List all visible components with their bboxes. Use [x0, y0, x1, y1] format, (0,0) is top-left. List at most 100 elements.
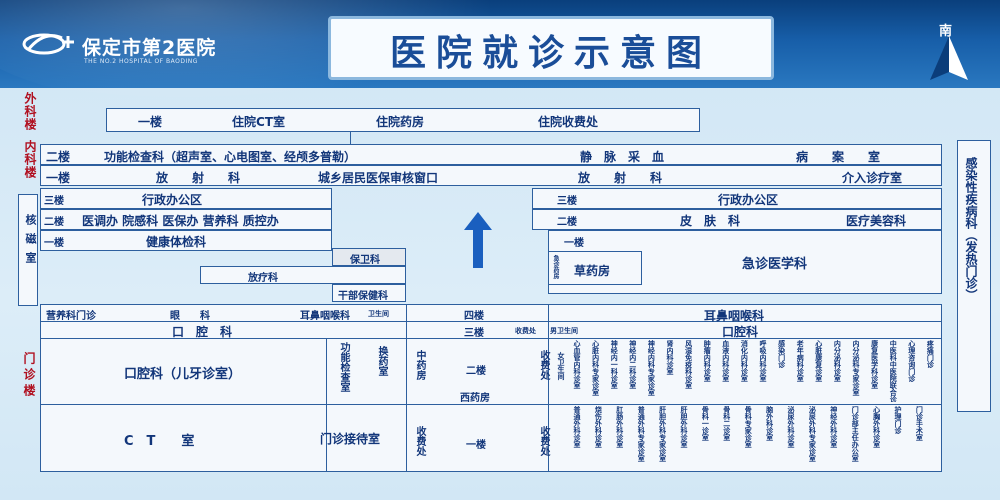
- logo-text-cn: 保定市第2医院: [82, 37, 217, 59]
- right-f1-label: 一楼: [564, 238, 584, 249]
- upper-room-19: 心理咨询门诊: [907, 340, 916, 382]
- upper-room-2: 心脏内科专家诊室: [591, 340, 600, 396]
- emergency-medicine: 急诊医学科: [742, 257, 808, 272]
- clinic-col-line-3: [326, 338, 327, 472]
- row-second-floor: [40, 144, 942, 165]
- clinic-ent-left: 耳鼻咽喉科: [300, 311, 350, 322]
- clinic-row-line-2: [40, 338, 942, 339]
- lower-room-14: 门诊部主任办公室: [851, 406, 860, 462]
- upper-room-13: 老年病科诊室: [796, 340, 805, 382]
- row-first-floor: [40, 165, 942, 186]
- right-f3-admin: 行政办公区: [718, 193, 779, 207]
- left-f2-label: 二楼: [44, 217, 64, 228]
- clinic-floor-1: 一楼: [466, 440, 486, 451]
- right-block-f3: [532, 188, 942, 209]
- clinic-stomatology-right: 口腔科: [722, 325, 759, 339]
- clinic-col-line-2: [548, 304, 549, 472]
- lower-room-8: 骨科二诊室: [722, 406, 731, 441]
- logo-text-en: THE NO.2 HOSPITAL OF BAODING: [84, 58, 198, 65]
- clinic-building: [40, 304, 942, 472]
- lower-room-4: 普通外科专家诊室: [637, 406, 646, 462]
- direction-arrow-icon: [464, 212, 492, 268]
- left-block-f1: [40, 230, 332, 251]
- label-heci-room: 核磁室: [24, 214, 37, 271]
- lower-room-1: 普通外科诊室: [573, 406, 581, 448]
- upper-room-8: 肿瘤内科诊室: [703, 340, 712, 382]
- lower-room-17: 门诊手术室: [915, 406, 924, 441]
- upper-room-12: 感染门诊: [777, 340, 786, 368]
- caoyao-room: [548, 251, 642, 285]
- left-block-f3: [40, 188, 332, 209]
- lower-room-13: 神经外科诊室: [829, 406, 838, 448]
- left-f3-label: 三楼: [44, 196, 64, 207]
- label-neike-building: 内科楼: [23, 140, 37, 179]
- compass-label: 南: [939, 24, 953, 39]
- clinic-cashier-a: 收费处: [538, 350, 549, 380]
- clinic-ct-room: C T 室: [124, 434, 195, 449]
- left-f2-offices: 医调办 院感科 医保办 营养科 质控办: [82, 214, 279, 228]
- inpatient-pharmacy: 住院药房: [376, 115, 425, 129]
- clinic-cashier-c: 收费处: [538, 426, 549, 456]
- row2-radiology-left: 放 射 科: [156, 171, 241, 185]
- clinic-row-line-1: [40, 321, 942, 322]
- clinic-cashier-small: 收费处: [515, 327, 536, 335]
- heci-frame: [18, 194, 38, 306]
- lower-room-10: 脑外科诊室: [765, 406, 774, 441]
- right-f3-label: 三楼: [557, 196, 577, 207]
- compass-icon: [930, 36, 968, 80]
- clinic-tcm-pharmacy: 中药房: [414, 350, 425, 380]
- row1-blood-draw: 静 脉 采 血: [580, 150, 665, 164]
- left-f3-admin: 行政办公区: [142, 193, 203, 207]
- row2-floor: 一楼: [46, 171, 71, 185]
- page-title: 医院就诊示意图: [389, 32, 712, 74]
- inpatient-cashier: 住院收费处: [538, 115, 599, 129]
- ganbu-label: 干部保健科: [338, 291, 388, 302]
- right-f2-label: 二楼: [557, 217, 577, 228]
- upper-room-14: 心脏康复诊室: [814, 340, 823, 382]
- label-ganran-dept: 感染性疾病科（发热门诊）: [964, 157, 978, 301]
- lower-room-16: 护理门诊: [894, 406, 902, 434]
- fangliao-room: [200, 266, 406, 284]
- upper-room-1: 心血管内科诊室: [573, 340, 581, 389]
- lower-room-3: 肛肠外科诊室: [615, 406, 624, 448]
- fangliao-label: 放疗科: [248, 273, 278, 284]
- upper-room-9: 血液内科诊室: [721, 340, 730, 382]
- row2-intervention: 介入诊疗室: [842, 171, 903, 185]
- right-f2-cosmetic: 医疗美容科: [846, 214, 907, 228]
- row1-records: 病 案 室: [796, 150, 881, 164]
- emergency-pharmacy: 急诊药房: [552, 255, 559, 279]
- lower-room-2: 烧伤外科诊室: [594, 406, 603, 448]
- clinic-cashier-b: 收费处: [414, 426, 425, 456]
- lower-room-11: 泌尿外科诊室: [787, 406, 795, 448]
- clinic-male-restroom: 男卫生间: [550, 327, 578, 335]
- lower-room-6: 肝胆外科诊室: [680, 406, 688, 448]
- clinic-pediatric-dental: 口腔科（儿牙诊室）: [124, 367, 242, 382]
- upper-room-10: 消化内科诊室: [740, 340, 749, 382]
- clinic-floor-4: 四楼: [464, 311, 484, 322]
- upper-room-16: 内分泌科专家诊室: [852, 340, 860, 396]
- row1-floor: 二楼: [46, 150, 71, 164]
- clinic-row-line-3: [40, 404, 942, 405]
- label-menzhen-building: 门诊楼: [22, 352, 36, 400]
- header-banner: 保定市第2医院 THE NO.2 HOSPITAL OF BAODING 医院就…: [0, 0, 1000, 110]
- lower-room-7: 骨科一诊室: [701, 406, 710, 441]
- upper-room-20: 疼痛门诊: [926, 340, 935, 368]
- title-box: 医院就诊示意图: [328, 16, 774, 80]
- clinic-dressing-room: 换药室: [376, 346, 387, 376]
- clinic-ent-right: 耳鼻咽喉科: [704, 309, 765, 323]
- clinic-floor-2: 二楼: [466, 366, 486, 377]
- upper-room-17: 康复医学科诊室: [870, 340, 879, 389]
- ganran-frame: [957, 140, 991, 412]
- row2-radiology-right: 放 射 科: [578, 171, 663, 185]
- clinic-ophthalmology: 眼 科: [170, 311, 210, 322]
- clinic-western-pharmacy: 西药房: [460, 393, 490, 404]
- baowei-label: 保卫科: [350, 255, 380, 266]
- row2-insurance-window: 城乡居民医保审核窗口: [318, 171, 439, 185]
- inpatient-ct-room: 住院CT室: [232, 115, 285, 129]
- lower-room-12: 泌尿外科专家诊室: [808, 406, 817, 462]
- baowei-room: [332, 248, 406, 266]
- inpatient-floor: 一楼: [138, 115, 163, 129]
- ganbu-room: [332, 284, 406, 302]
- right-block-f2: [532, 209, 942, 230]
